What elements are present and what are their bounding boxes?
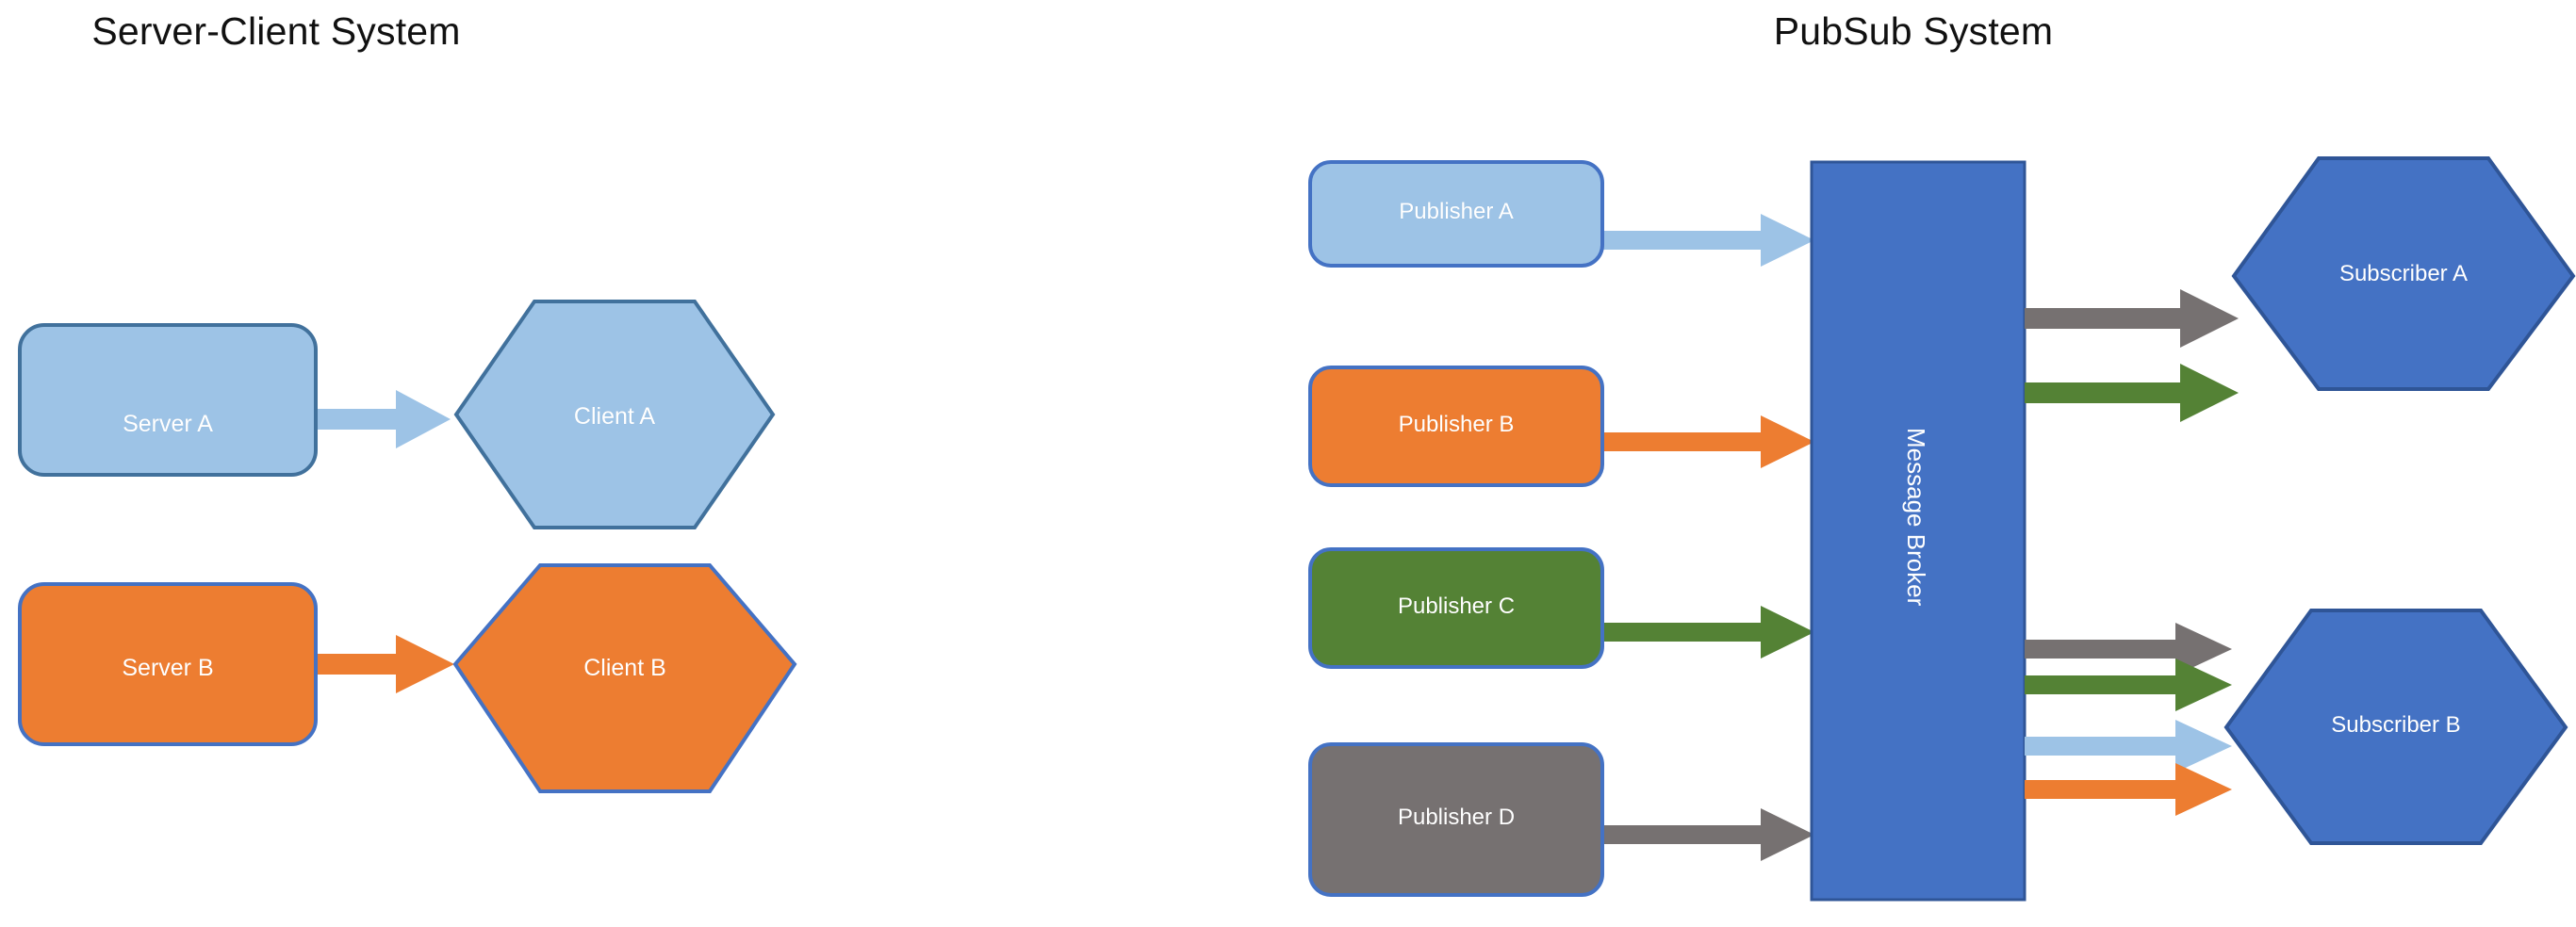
edge-server-b-to-client-b — [316, 635, 454, 693]
panel-title-pubsub: PubSub System — [1773, 9, 2054, 53]
node-client-a[interactable] — [453, 300, 776, 529]
node-publisher-a[interactable] — [1308, 160, 1604, 268]
panel-title-server-client: Server-Client System — [91, 9, 461, 53]
node-subscriber-b[interactable] — [2223, 609, 2568, 845]
edge-broker-to-subscriber-b-green — [2025, 659, 2232, 711]
node-message-broker[interactable] — [1810, 160, 2026, 902]
edge-publisher-c-to-broker — [1602, 606, 1814, 659]
edge-server-a-to-client-a — [316, 390, 451, 448]
edge-broker-to-subscriber-b-gray — [2025, 623, 2232, 675]
node-server-a[interactable] — [18, 323, 318, 477]
edge-publisher-d-to-broker — [1602, 808, 1814, 861]
node-publisher-b[interactable] — [1308, 366, 1604, 487]
node-subscriber-a[interactable] — [2231, 156, 2576, 391]
node-publisher-c[interactable] — [1308, 547, 1604, 669]
edge-broker-to-subscriber-a-gray — [2025, 289, 2239, 348]
edge-broker-to-subscriber-b-lightblue — [2025, 720, 2232, 772]
edge-broker-to-subscriber-a-green — [2025, 364, 2239, 422]
edge-broker-to-subscriber-b-orange — [2025, 763, 2232, 816]
node-server-b[interactable] — [18, 582, 318, 746]
node-publisher-d[interactable] — [1308, 742, 1604, 897]
edge-publisher-a-to-broker — [1602, 214, 1814, 267]
edge-publisher-b-to-broker — [1602, 415, 1814, 468]
node-client-b[interactable] — [452, 563, 797, 793]
